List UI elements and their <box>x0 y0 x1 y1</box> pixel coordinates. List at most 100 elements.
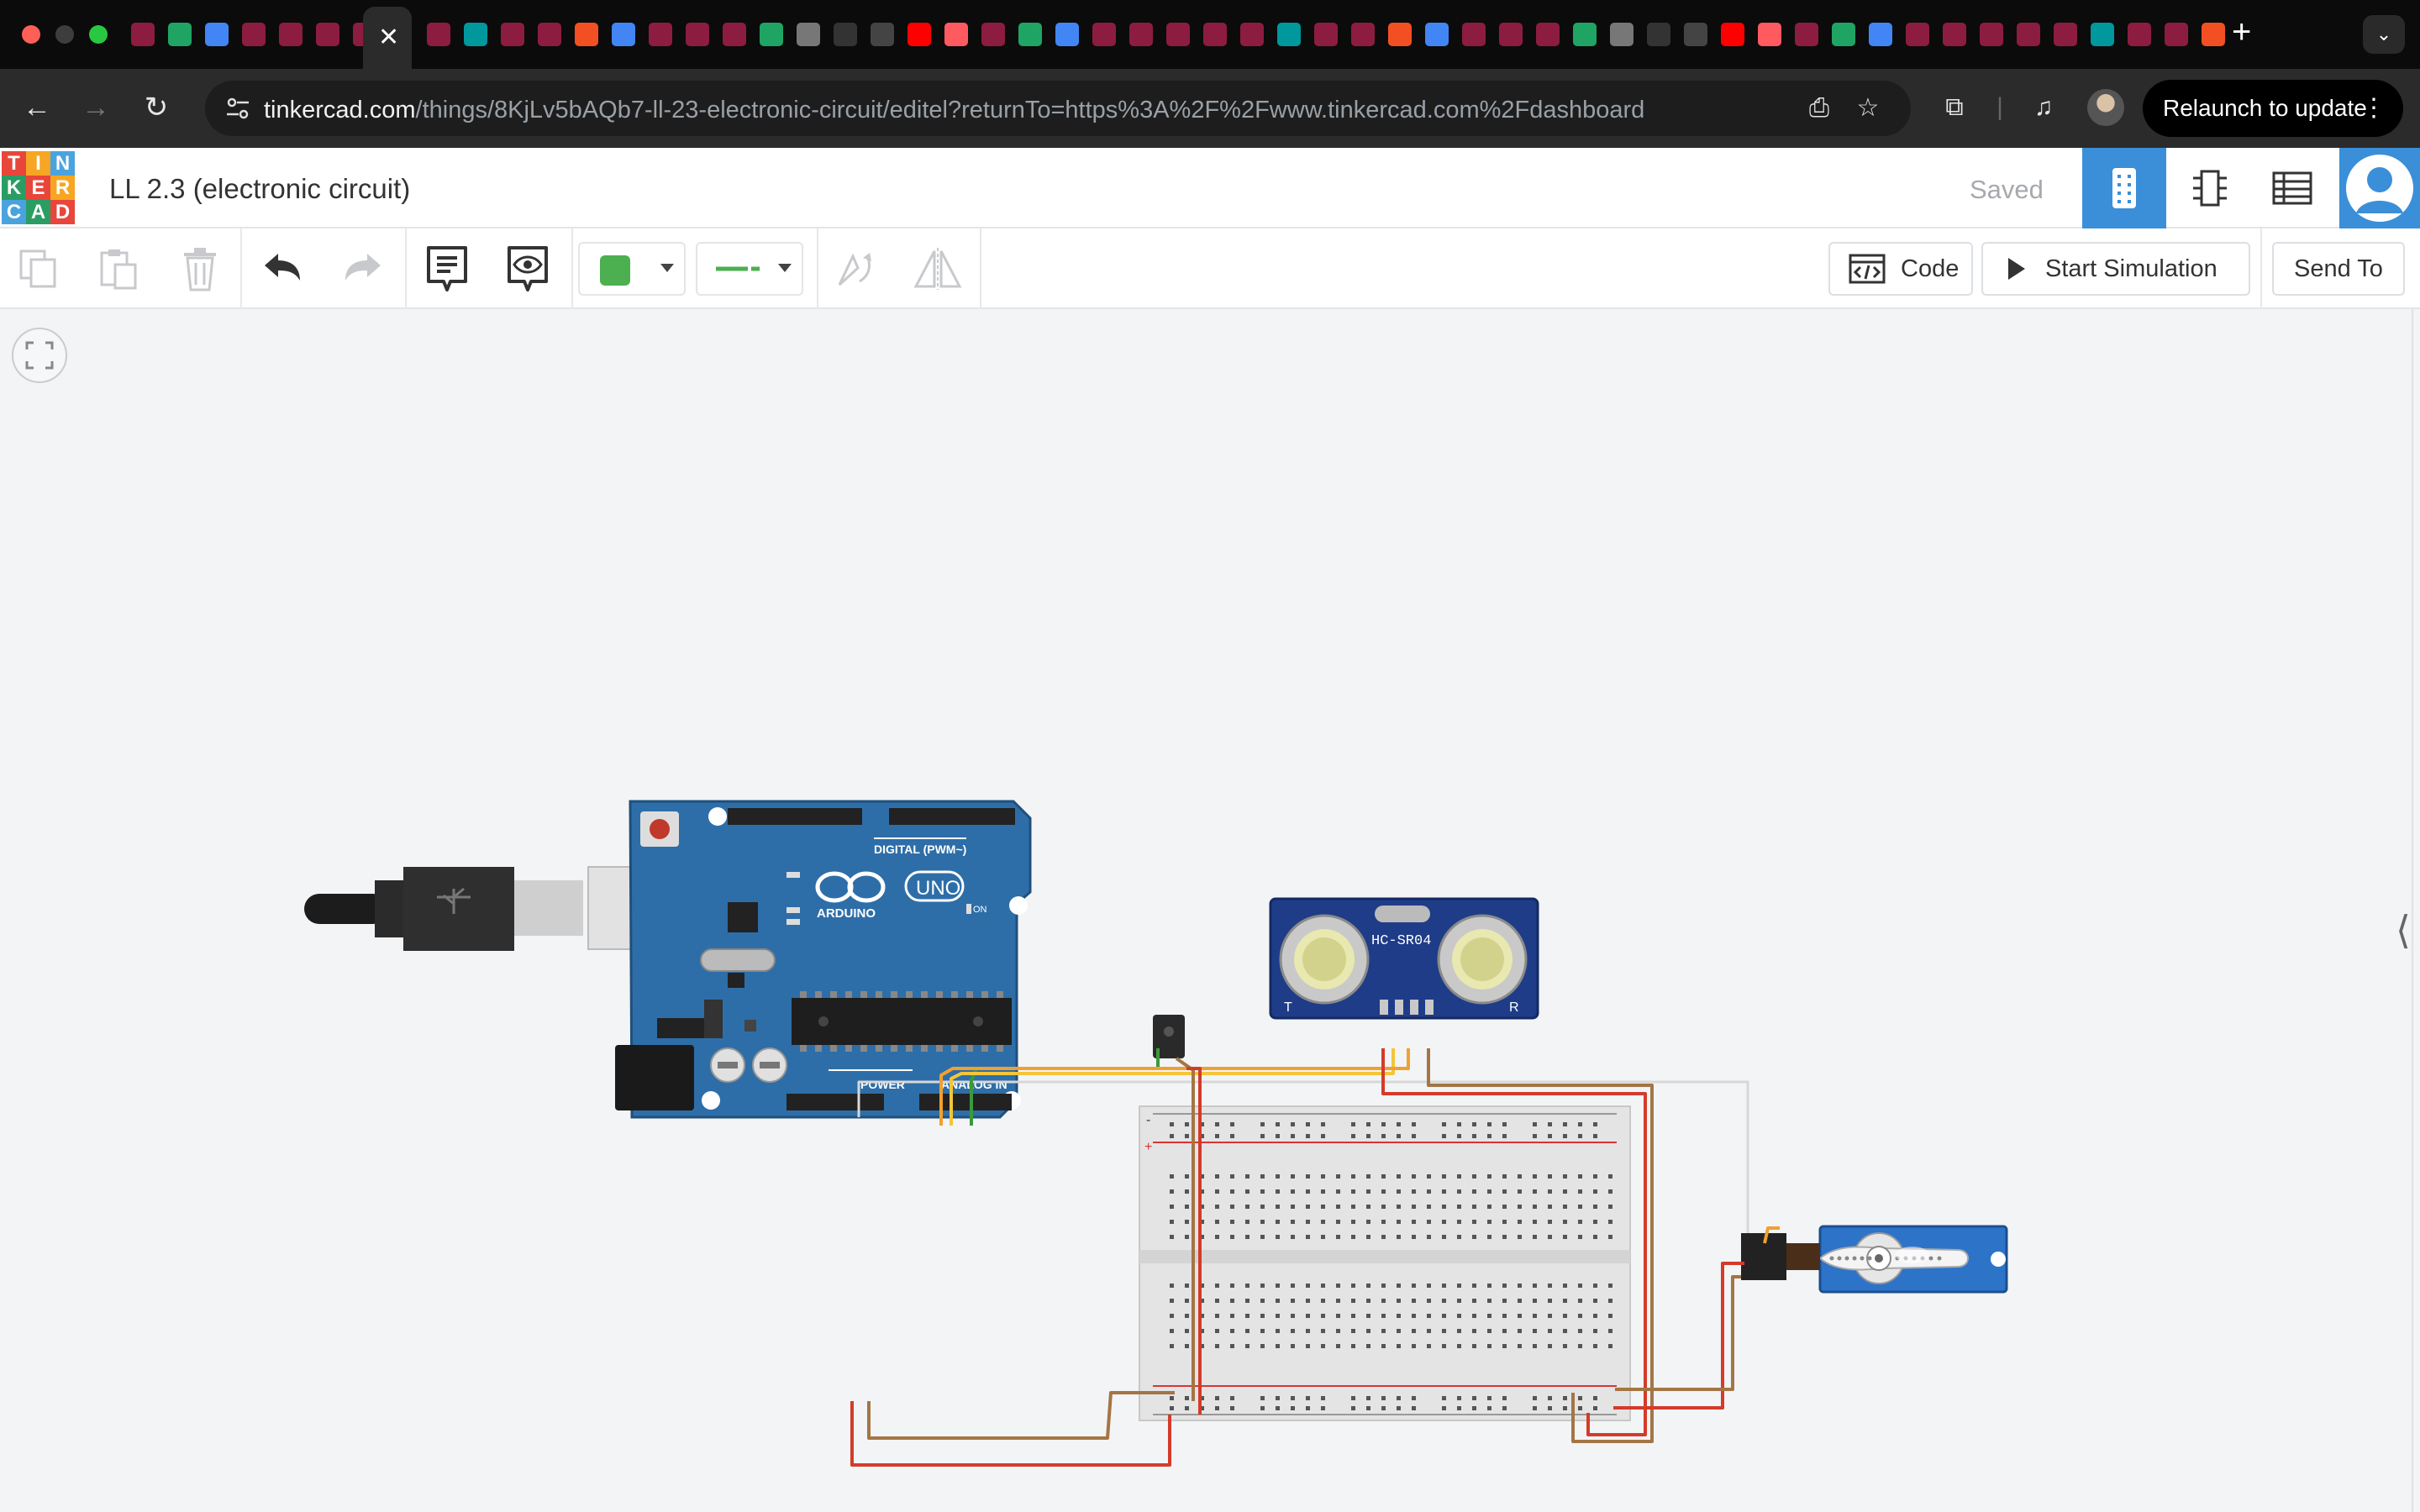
redo-button[interactable] <box>338 244 388 294</box>
tab-airbnb-icon[interactable] <box>1758 23 1781 46</box>
breadboard-hole[interactable] <box>1170 1396 1174 1400</box>
breadboard[interactable]: + - <box>1139 1105 1631 1421</box>
tab-google-drive-icon[interactable] <box>760 23 783 46</box>
breadboard-hole[interactable] <box>1215 1344 1219 1348</box>
breadboard-hole[interactable] <box>1412 1329 1416 1333</box>
breadboard-hole[interactable] <box>1397 1205 1401 1209</box>
breadboard-hole[interactable] <box>1170 1134 1174 1138</box>
breadboard-hole[interactable] <box>1200 1299 1204 1303</box>
breadboard-hole[interactable] <box>1366 1406 1370 1410</box>
breadboard-hole[interactable] <box>1260 1396 1265 1400</box>
breadboard-hole[interactable] <box>1260 1220 1265 1224</box>
breadboard-hole[interactable] <box>1215 1174 1219 1179</box>
tab-asu-icon[interactable] <box>1943 23 1966 46</box>
breadboard-hole[interactable] <box>1608 1344 1612 1348</box>
breadboard-hole[interactable] <box>1457 1314 1461 1318</box>
breadboard-hole[interactable] <box>1200 1189 1204 1194</box>
breadboard-hole[interactable] <box>1336 1174 1340 1179</box>
breadboard-hole[interactable] <box>1336 1220 1340 1224</box>
design-title[interactable]: LL 2.3 (electronic circuit) <box>109 173 411 204</box>
breadboard-hole[interactable] <box>1185 1205 1189 1209</box>
breadboard-hole[interactable] <box>1593 1220 1597 1224</box>
breadboard-hole[interactable] <box>1366 1284 1370 1288</box>
tab-asu-icon[interactable] <box>1203 23 1227 46</box>
breadboard-hole[interactable] <box>1276 1235 1280 1239</box>
breadboard-hole[interactable] <box>1518 1205 1522 1209</box>
breadboard-hole[interactable] <box>1563 1220 1567 1224</box>
tab-google-docs-icon[interactable] <box>205 23 229 46</box>
breadboard-hole[interactable] <box>1487 1205 1491 1209</box>
tab-asu-icon[interactable] <box>2017 23 2040 46</box>
breadboard-hole[interactable] <box>1593 1396 1597 1400</box>
tab-asu-icon[interactable] <box>1906 23 1929 46</box>
breadboard-hole[interactable] <box>1291 1220 1295 1224</box>
breadboard-hole[interactable] <box>1185 1406 1189 1410</box>
breadboard-hole[interactable] <box>1170 1122 1174 1126</box>
breadboard-hole[interactable] <box>1533 1134 1537 1138</box>
breadboard-hole[interactable] <box>1442 1122 1446 1126</box>
breadboard-hole[interactable] <box>1381 1220 1386 1224</box>
breadboard-hole[interactable] <box>1306 1396 1310 1400</box>
breadboard-hole[interactable] <box>1472 1189 1476 1194</box>
breadboard-hole[interactable] <box>1260 1174 1265 1179</box>
breadboard-hole[interactable] <box>1381 1396 1386 1400</box>
tab-youtube-icon[interactable] <box>1721 23 1744 46</box>
breadboard-hole[interactable] <box>1230 1329 1234 1333</box>
breadboard-hole[interactable] <box>1366 1122 1370 1126</box>
breadboard-hole[interactable] <box>1230 1299 1234 1303</box>
breadboard-hole[interactable] <box>1276 1122 1280 1126</box>
breadboard-hole[interactable] <box>1306 1122 1310 1126</box>
breadboard-hole[interactable] <box>1170 1189 1174 1194</box>
breadboard-hole[interactable] <box>1487 1122 1491 1126</box>
tab-globe-icon[interactable] <box>1610 23 1634 46</box>
tab-asu-icon[interactable] <box>1166 23 1190 46</box>
breadboard-hole[interactable] <box>1276 1174 1280 1179</box>
breadboard-hole[interactable] <box>1563 1314 1567 1318</box>
tab-arduino-icon[interactable] <box>2091 23 2114 46</box>
breadboard-hole[interactable] <box>1548 1189 1552 1194</box>
breadboard-hole[interactable] <box>1593 1284 1597 1288</box>
breadboard-hole[interactable] <box>1548 1205 1552 1209</box>
breadboard-hole[interactable] <box>1230 1284 1234 1288</box>
breadboard-hole[interactable] <box>1366 1299 1370 1303</box>
start-simulation-button[interactable]: Start Simulation <box>1981 242 2250 296</box>
breadboard-hole[interactable] <box>1200 1235 1204 1239</box>
breadboard-hole[interactable] <box>1563 1235 1567 1239</box>
browser-menu-icon[interactable]: ⋮ <box>2361 94 2386 122</box>
breadboard-hole[interactable] <box>1442 1344 1446 1348</box>
breadboard-hole[interactable] <box>1245 1284 1249 1288</box>
breadboard-hole[interactable] <box>1548 1329 1552 1333</box>
breadboard-hole[interactable] <box>1608 1205 1612 1209</box>
breadboard-hole[interactable] <box>1472 1396 1476 1400</box>
breadboard-hole[interactable] <box>1502 1205 1507 1209</box>
breadboard-hole[interactable] <box>1397 1406 1401 1410</box>
breadboard-hole[interactable] <box>1457 1299 1461 1303</box>
breadboard-hole[interactable] <box>1336 1299 1340 1303</box>
breadboard-hole[interactable] <box>1321 1299 1325 1303</box>
wire-color-dropdown[interactable] <box>578 242 686 296</box>
wire-type-dropdown[interactable] <box>696 242 803 296</box>
breadboard-hole[interactable] <box>1472 1174 1476 1179</box>
breadboard-hole[interactable] <box>1548 1299 1552 1303</box>
breadboard-hole[interactable] <box>1472 1134 1476 1138</box>
breadboard-hole[interactable] <box>1381 1344 1386 1348</box>
breadboard-hole[interactable] <box>1412 1220 1416 1224</box>
breadboard-hole[interactable] <box>1533 1235 1537 1239</box>
breadboard-hole[interactable] <box>1472 1205 1476 1209</box>
breadboard-hole[interactable] <box>1366 1396 1370 1400</box>
breadboard-hole[interactable] <box>1533 1220 1537 1224</box>
breadboard-hole[interactable] <box>1412 1406 1416 1410</box>
tab-asu-icon[interactable] <box>1536 23 1560 46</box>
tab-asu-icon[interactable] <box>1351 23 1375 46</box>
breadboard-hole[interactable] <box>1397 1299 1401 1303</box>
tab-tinkercad-active[interactable]: ✕ <box>363 7 412 69</box>
breadboard-hole[interactable] <box>1427 1284 1431 1288</box>
breadboard-hole[interactable] <box>1593 1406 1597 1410</box>
breadboard-hole[interactable] <box>1215 1329 1219 1333</box>
breadboard-hole[interactable] <box>1245 1344 1249 1348</box>
media-controls-icon[interactable]: ♫ <box>2033 93 2054 121</box>
breadboard-hole[interactable] <box>1563 1134 1567 1138</box>
circuit-view-button[interactable] <box>2082 148 2166 228</box>
small-sensor-component[interactable] <box>1153 1015 1185 1058</box>
breadboard-hole[interactable] <box>1548 1406 1552 1410</box>
